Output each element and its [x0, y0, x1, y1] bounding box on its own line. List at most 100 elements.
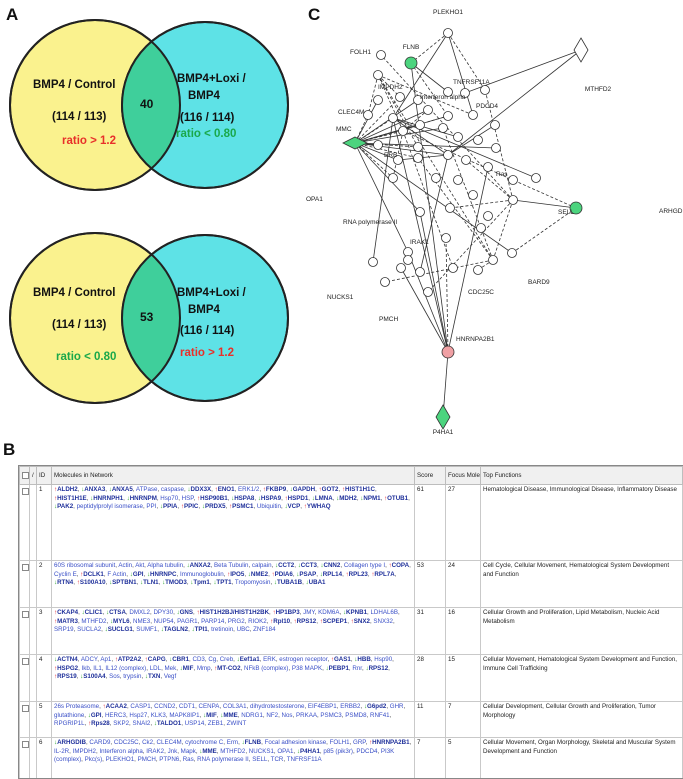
network-edge	[420, 212, 448, 352]
network-node[interactable]	[414, 143, 423, 152]
network-node[interactable]	[491, 121, 500, 130]
row-id[interactable]: 4	[37, 655, 52, 702]
network-node[interactable]	[484, 163, 493, 172]
molecule-name: IPO5	[230, 571, 244, 578]
row-checkbox[interactable]	[20, 702, 30, 738]
network-node[interactable]	[424, 106, 433, 115]
network-node[interactable]	[424, 288, 433, 297]
header-top-functions[interactable]: Top Functions	[481, 467, 683, 485]
molecule-name: SNX32	[373, 618, 393, 625]
row-checkbox[interactable]	[20, 608, 30, 655]
network-node[interactable]	[439, 124, 448, 133]
network-node[interactable]	[374, 96, 383, 105]
network-node[interactable]	[477, 224, 486, 233]
molecule-name: USP14	[185, 720, 205, 727]
header-score[interactable]: Score	[415, 467, 446, 485]
network-node[interactable]	[449, 264, 458, 273]
network-node[interactable]	[416, 268, 425, 277]
header-select[interactable]	[20, 467, 30, 485]
network-node[interactable]	[432, 174, 441, 183]
network-node[interactable]	[474, 266, 483, 275]
network-node-label: Interferon alpha	[420, 94, 466, 101]
network-node[interactable]	[364, 111, 373, 120]
network-node[interactable]	[374, 71, 383, 80]
molecule-name: ARHGDIB	[57, 739, 86, 746]
network-node[interactable]	[414, 154, 423, 163]
molecule-name: FKBP9	[266, 486, 286, 493]
molecule-name: CDT1	[179, 703, 195, 710]
network-node[interactable]	[509, 196, 518, 205]
row-checkbox[interactable]	[20, 655, 30, 702]
venn-top-right-ratio: ratio < 0.80	[176, 128, 236, 140]
network-node[interactable]	[509, 176, 518, 185]
network-node[interactable]	[454, 133, 463, 142]
network-node[interactable]	[369, 258, 378, 267]
network-edge	[448, 167, 488, 352]
network-node[interactable]	[446, 204, 455, 213]
row-focus: 16	[446, 608, 481, 655]
molecule-name: ANXA5	[112, 486, 133, 493]
header-slash[interactable]: /	[30, 467, 37, 485]
molecule-name: DDX3X	[191, 486, 212, 493]
network-node[interactable]	[389, 114, 398, 123]
network-node[interactable]	[489, 256, 498, 265]
network-node[interactable]	[532, 174, 541, 183]
panel-letter-b: B	[3, 440, 15, 460]
header-id[interactable]: ID	[37, 467, 52, 485]
table-row[interactable]: 6↓ARHGDIB, CARD9, CDC25C, Ck2, CLEC4M, c…	[20, 738, 683, 779]
row-molecules: 60S ribosomal subunit, Actin, Akt, Alpha…	[52, 561, 415, 608]
molecule-name: MDH2	[339, 495, 357, 502]
network-node[interactable]	[377, 51, 386, 60]
network-node[interactable]	[405, 57, 417, 69]
row-id[interactable]: 5	[37, 702, 52, 738]
row-id[interactable]: 1	[37, 485, 52, 561]
network-node[interactable]	[444, 151, 453, 160]
network-node[interactable]	[442, 346, 454, 358]
network-node[interactable]	[404, 256, 413, 265]
row-id[interactable]: 3	[37, 608, 52, 655]
network-node[interactable]	[444, 112, 453, 121]
venn-bottom-left-ratio: ratio < 0.80	[56, 351, 116, 363]
venn-top-left-ratio: ratio > 1.2	[62, 135, 116, 147]
network-node[interactable]	[444, 29, 453, 38]
network-node[interactable]	[399, 127, 408, 136]
network-node[interactable]	[389, 174, 398, 183]
row-id[interactable]: 2	[37, 561, 52, 608]
row-score: 61	[415, 485, 446, 561]
row-checkbox[interactable]	[20, 485, 30, 561]
header-focus-molecules[interactable]: Focus Molecules	[446, 467, 481, 485]
network-node[interactable]	[469, 191, 478, 200]
network-node[interactable]	[469, 111, 478, 120]
molecule-name: TPI1	[195, 626, 208, 633]
network-node[interactable]	[574, 38, 588, 62]
network-node[interactable]	[416, 121, 425, 130]
network-node-label: SELL	[558, 209, 574, 216]
row-checkbox[interactable]	[20, 561, 30, 608]
header-molecules[interactable]: Molecules in Network	[52, 467, 415, 485]
network-node[interactable]	[381, 278, 390, 287]
network-node[interactable]	[396, 93, 405, 102]
table-row[interactable]: 4↓ACTN4, ADCY, Ap1, ↑ATP2A2, ↑CAPG, ↓CBR…	[20, 655, 683, 702]
molecule-name: SUCLG1	[108, 626, 133, 633]
table-row[interactable]: 3↑CKAP4, ↓CLIC1, ↓CTSA, DMXL2, DPY30, ↓G…	[20, 608, 683, 655]
network-node[interactable]	[374, 141, 383, 150]
molecule-name: CASP1	[130, 703, 150, 710]
row-checkbox[interactable]	[20, 738, 30, 779]
row-id[interactable]: 6	[37, 738, 52, 779]
network-node[interactable]	[442, 234, 451, 243]
network-node[interactable]	[492, 144, 501, 153]
table-row[interactable]: 1↑ALDH2, ↓ANXA3, ↓ANXA5, ATPase, caspase…	[20, 485, 683, 561]
molecule-name: CAPG	[148, 656, 166, 663]
network-node[interactable]	[416, 208, 425, 217]
network-node[interactable]	[508, 249, 517, 258]
network-node[interactable]	[484, 212, 493, 221]
network-node[interactable]	[454, 176, 463, 185]
network-node[interactable]	[474, 136, 483, 145]
molecule-name: IL1	[93, 665, 102, 672]
network-node[interactable]	[436, 405, 450, 429]
network-node[interactable]	[397, 264, 406, 273]
network-node[interactable]	[462, 156, 471, 165]
network-node[interactable]	[481, 86, 490, 95]
